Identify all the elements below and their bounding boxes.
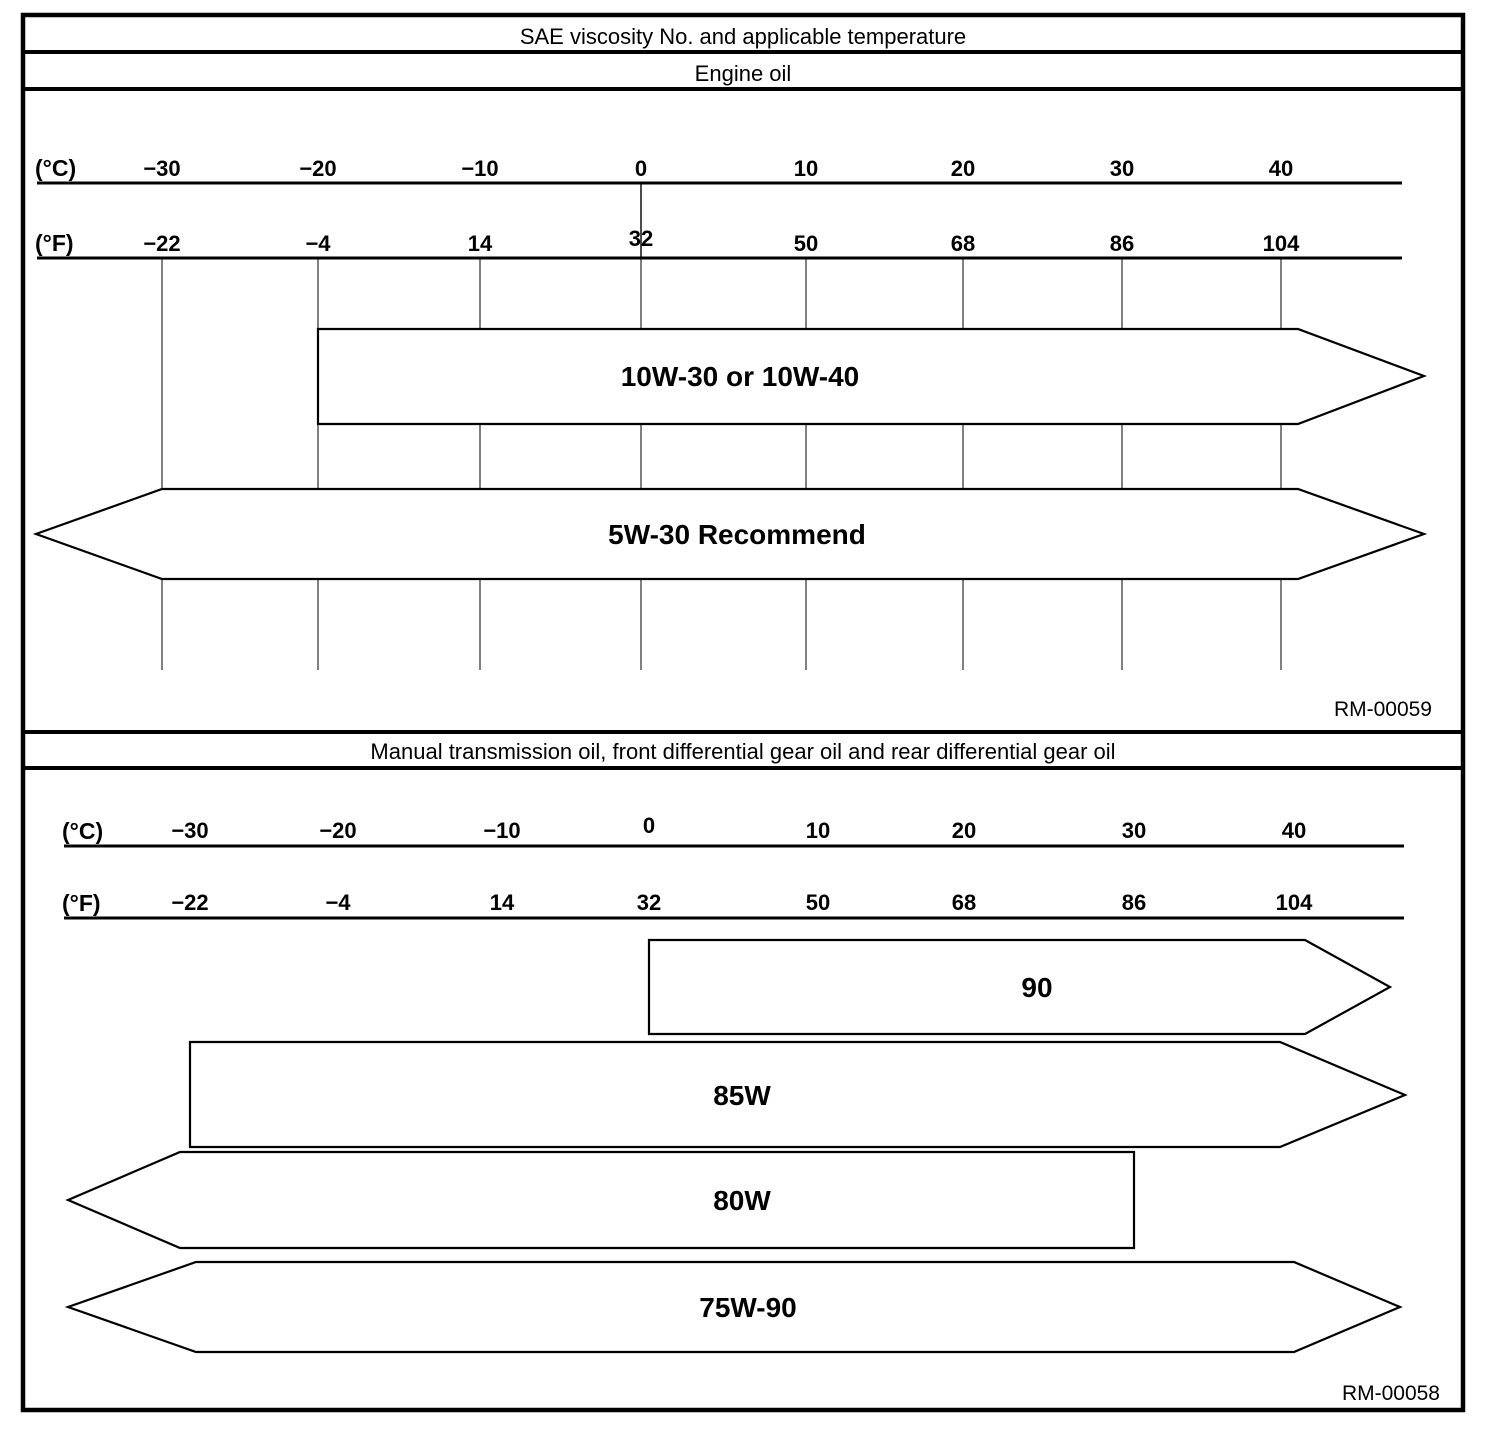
- band-label: 75W-90: [699, 1292, 796, 1323]
- f-tick-label: 50: [794, 231, 818, 256]
- c-tick-label: −30: [171, 818, 208, 843]
- f-tick-label: 14: [490, 890, 515, 915]
- band-label: 90: [1021, 972, 1052, 1003]
- gear-oil-chart: (°C) −30 −20 −10 0 10 20 30 40 (°F) −22 …: [62, 813, 1440, 1405]
- viscosity-band-75w90: [64, 1260, 1403, 1354]
- c-tick-label: 10: [806, 818, 830, 843]
- celsius-unit-label: (°C): [62, 818, 103, 844]
- f-tick-label: −22: [143, 231, 180, 256]
- c-tick-label: −20: [299, 156, 336, 181]
- f-tick-label: 68: [952, 890, 976, 915]
- engine-oil-chart: (°C) −30 −20 −10 0 10 20 30 40 (°F) −22 …: [32, 155, 1432, 721]
- f-tick-label: 50: [806, 890, 830, 915]
- figure-id-rm-00058: RM-00058: [1342, 1382, 1440, 1405]
- outer-border: [20, 12, 1466, 1413]
- header-separators: [23, 50, 1463, 770]
- fahrenheit-unit-label: (°F): [35, 230, 74, 256]
- band-label: 5W-30 Recommend: [608, 519, 866, 550]
- f-tick-label: 32: [637, 890, 661, 915]
- tick-grid-lines: [161, 258, 1282, 670]
- f-tick-label: −4: [305, 231, 331, 256]
- celsius-unit-label: (°C): [35, 155, 76, 181]
- c-tick-label: 0: [635, 156, 647, 181]
- f-tick-label: 68: [951, 231, 975, 256]
- viscosity-band-10w30-or-10w40: [316, 327, 1428, 426]
- c-tick-label: −10: [483, 818, 520, 843]
- viscosity-band-5w30-recommend: [32, 487, 1428, 581]
- gear-celsius-axis: (°C) −30 −20 −10 0 10 20 30 40: [62, 813, 1404, 848]
- f-tick-label: 14: [468, 231, 493, 256]
- f-tick-label: 104: [1276, 890, 1313, 915]
- c-tick-label: 30: [1122, 818, 1146, 843]
- engine-oil-section-title: Engine oil: [695, 61, 792, 86]
- f-tick-label: 86: [1122, 890, 1146, 915]
- f-tick-label: 86: [1110, 231, 1134, 256]
- f-tick-label: −22: [171, 890, 208, 915]
- f-tick-label: 104: [1263, 231, 1300, 256]
- viscosity-band-90: [647, 938, 1393, 1036]
- c-tick-label: −20: [319, 818, 356, 843]
- band-label: 85W: [713, 1080, 771, 1111]
- f-tick-label: 32: [629, 226, 653, 251]
- viscosity-band-85w: [188, 1040, 1408, 1149]
- c-tick-label: −10: [461, 156, 498, 181]
- fahrenheit-unit-label: (°F): [62, 890, 101, 916]
- c-tick-label: 40: [1282, 818, 1306, 843]
- band-label: 10W-30 or 10W-40: [621, 361, 860, 392]
- c-tick-label: 20: [952, 818, 976, 843]
- engine-fahrenheit-axis: (°F) −22 −4 14 32 50 68 86 104: [35, 226, 1402, 260]
- c-tick-label: −30: [143, 156, 180, 181]
- figure-title: SAE viscosity No. and applicable tempera…: [520, 24, 966, 49]
- f-tick-label: −4: [325, 890, 351, 915]
- band-label: 80W: [713, 1185, 771, 1216]
- c-tick-label: 10: [794, 156, 818, 181]
- viscosity-band-80w: [65, 1150, 1136, 1250]
- figure-id-rm-00059: RM-00059: [1334, 698, 1432, 721]
- engine-celsius-axis: (°C) −30 −20 −10 0 10 20 30 40: [35, 155, 1402, 185]
- c-tick-label: 0: [643, 813, 655, 838]
- c-tick-label: 20: [951, 156, 975, 181]
- gear-fahrenheit-axis: (°F) −22 −4 14 32 50 68 86 104: [62, 890, 1404, 920]
- gear-oil-section-title: Manual transmission oil, front different…: [370, 739, 1115, 764]
- c-tick-label: 40: [1269, 156, 1293, 181]
- c-tick-label: 30: [1110, 156, 1134, 181]
